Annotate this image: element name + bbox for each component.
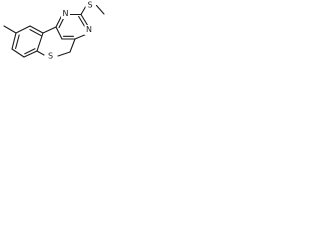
bond-c9a-c9-double (29, 29, 42, 37)
atom-bg-n-right (84, 25, 94, 35)
bond-c9a-c5a (36, 32, 44, 52)
bond-s-c2 (80, 5, 87, 16)
bond-c8-c7-single (11, 32, 17, 50)
bond-c2-n-top-single (80, 13, 89, 27)
bond-c6-c5a-single (23, 50, 38, 58)
atom-label-s-ring: S (48, 52, 53, 61)
bond-s-ring-c5a (36, 50, 45, 56)
bond-c9b-c10a (55, 26, 63, 40)
bond-c9a-c9-single (29, 25, 44, 34)
atom-bg-s-methylthio (85, 0, 95, 10)
bond-c8-methyl (3, 25, 17, 34)
bond-methyl-s (95, 4, 105, 15)
atom-label-s-methylthio: S (87, 0, 92, 9)
bond-c4a-ch2 (69, 38, 76, 53)
atom-bg-s-ring (46, 51, 55, 61)
bond-c6-c5a-double (24, 48, 36, 55)
bond-c7-c6 (11, 48, 25, 58)
atom-bg-n-left (61, 9, 70, 19)
bond-c9b-c9a (42, 26, 57, 34)
bond-c2-n-top-double (78, 15, 86, 28)
bond-c9-c8 (15, 25, 31, 34)
atom-labels: S N N S (46, 0, 95, 61)
atom-label-n-right: N (86, 25, 92, 34)
bond-ch2-s-ring (57, 51, 71, 57)
bond-c8-c7-double (15, 34, 20, 50)
atom-label-n-left: N (63, 9, 69, 18)
chemical-structure-diagram: S N N S (3, 0, 105, 61)
